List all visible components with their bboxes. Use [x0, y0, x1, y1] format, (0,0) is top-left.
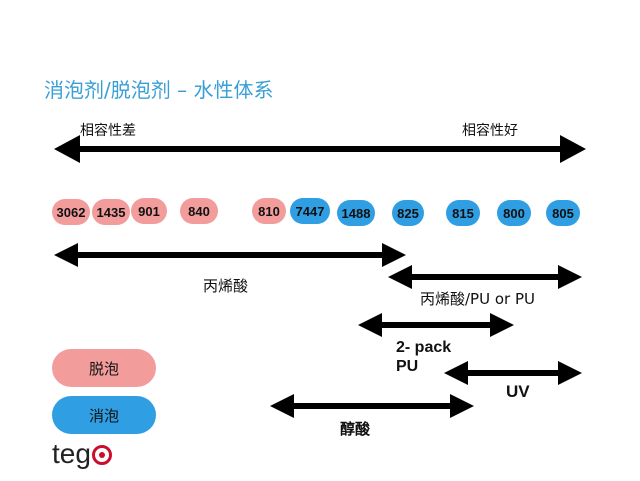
- product-chip-1435: 1435: [92, 199, 130, 225]
- legend-antifoam-label: 消泡: [88, 406, 119, 425]
- legend-antifoam: 消泡: [52, 396, 156, 434]
- two-pack-line1: 2- pack: [396, 339, 452, 356]
- uv-label: UV: [506, 382, 530, 401]
- product-chip-800: 800: [497, 200, 531, 226]
- page-title: 消泡剂/脱泡剂 – 水性体系: [44, 78, 274, 102]
- product-chip-3062: 3062: [52, 199, 90, 225]
- compatibility-arrow: [54, 135, 586, 163]
- product-code: 815: [452, 205, 474, 221]
- product-code: 7447: [295, 203, 325, 219]
- product-code: 3062: [56, 204, 86, 220]
- acrylic-range-arrow: [54, 243, 406, 267]
- product-chip-901: 901: [131, 198, 167, 224]
- logo-o-mark: [91, 445, 112, 465]
- two-pack-pu-range-arrow: [358, 313, 514, 337]
- product-code: 800: [503, 205, 525, 221]
- product-code: 805: [552, 205, 574, 221]
- product-code: 825: [397, 205, 419, 221]
- product-chip-1488: 1488: [337, 200, 375, 226]
- alkyd-range-arrow: [270, 394, 474, 418]
- two-pack-line2: PU: [396, 358, 419, 375]
- legend-defoam-label: 脱泡: [88, 359, 119, 378]
- product-code: 810: [258, 203, 280, 219]
- acrylic-label: 丙烯酸: [203, 277, 249, 295]
- compatibility-good-label: 相容性好: [462, 123, 518, 139]
- acrylic-pu-text: 丙烯酸/PU or PU: [420, 290, 535, 308]
- acrylic-pu-label: 丙烯酸/PU or PU: [420, 288, 535, 309]
- product-chip-825: 825: [392, 200, 424, 226]
- product-chip-810: 810: [252, 198, 286, 224]
- product-code: 901: [138, 203, 160, 219]
- compatibility-poor-label: 相容性差: [80, 123, 136, 139]
- tego-logo: teg: [52, 438, 112, 470]
- product-chip-815: 815: [446, 200, 480, 226]
- alkyd-label: 醇酸: [340, 420, 371, 438]
- acrylic-pu-range-arrow: [388, 265, 582, 289]
- legend-defoam: 脱泡: [52, 349, 156, 387]
- logo-text: teg: [52, 438, 91, 469]
- product-code: 1488: [341, 205, 371, 221]
- product-code: 1435: [96, 204, 126, 220]
- uv-range-arrow: [444, 361, 582, 385]
- two-pack-pu-label: 2- pack PU: [396, 338, 451, 376]
- product-chip-805: 805: [546, 200, 580, 226]
- product-code: 840: [188, 203, 210, 219]
- product-chip-7447: 7447: [290, 198, 330, 224]
- product-chip-840: 840: [180, 198, 218, 224]
